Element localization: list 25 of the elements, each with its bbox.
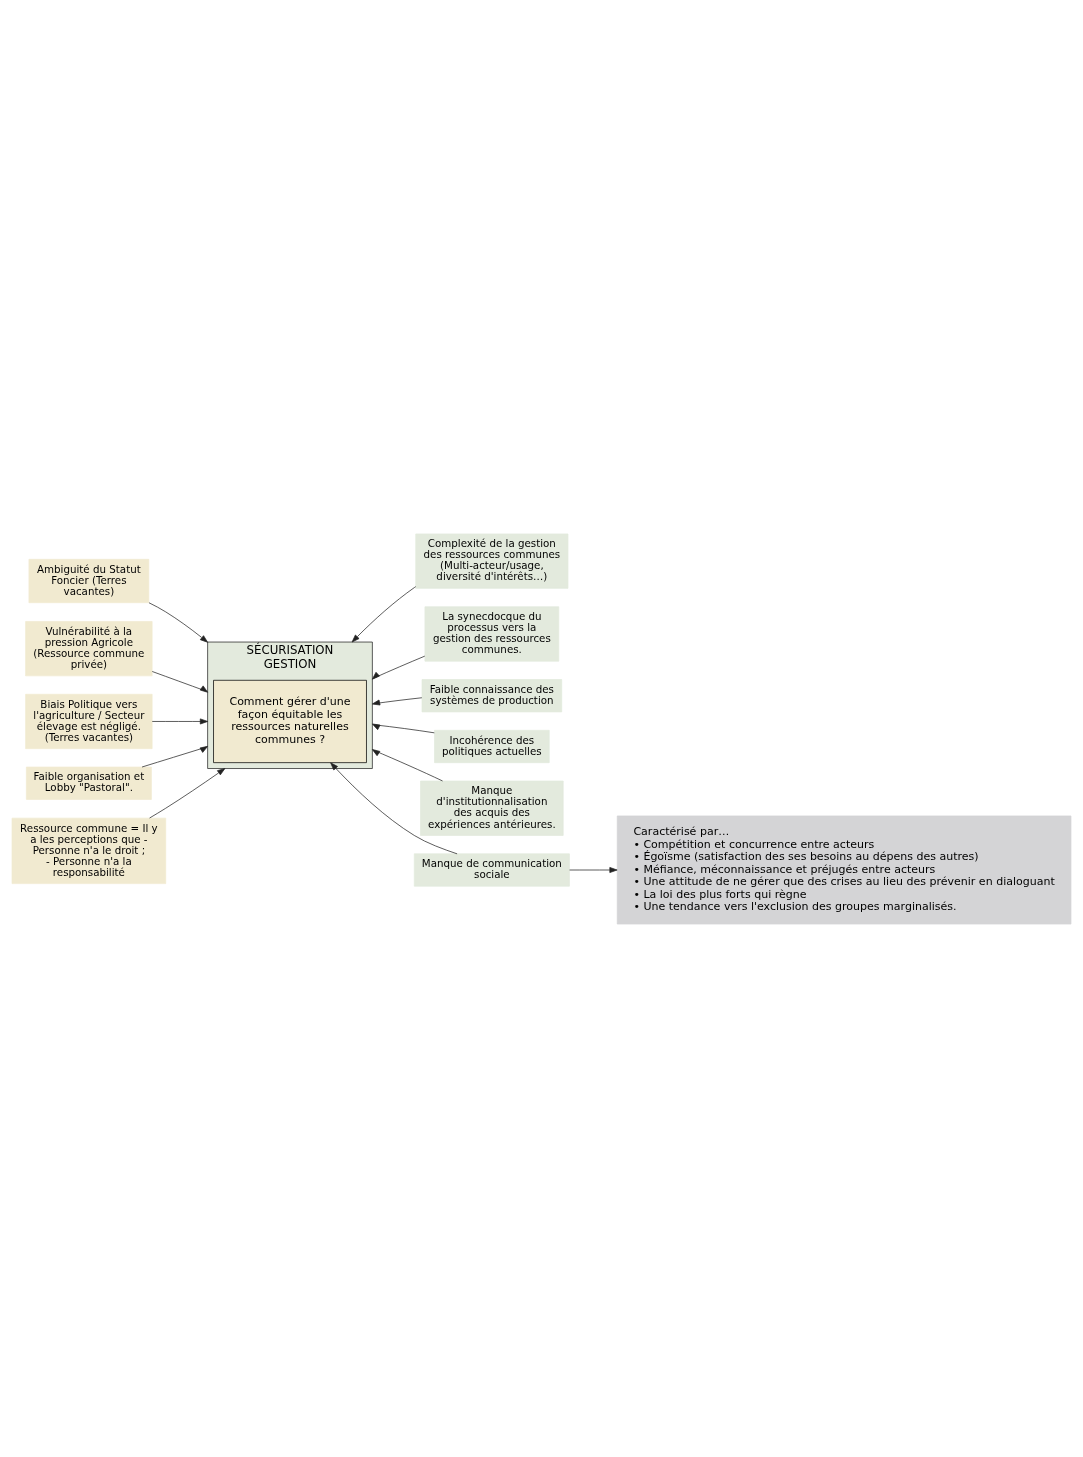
node-box: Faible connaissance des systèmes de production (421, 678, 563, 712)
node-box: Incohérence des politiques actuelles (434, 729, 550, 763)
arrow (372, 748, 443, 781)
arrow (351, 585, 417, 642)
node-box: Ambiguité du Statut Foncier (Terres vacantes) (28, 558, 150, 603)
arrow (149, 767, 226, 818)
node-box: Faible organisation et Lobby "Pastoral". (26, 766, 152, 800)
node-box: Caractérisé par… • Compétition et concurrence entre acteurs • Égoïsme (satisfaction des ses besoins au dépens des autres) • Méfiance, méconnaissance et préjugés entre acteurs • Une attitude de ne gérer que des crises au lieu des prévenir en dialoguant • La loi des plus forts qui règne • Une tendance vers l'exclusion des groupes marginalisés. (616, 815, 1072, 924)
arrow (148, 601, 208, 643)
arrow (151, 718, 208, 724)
node-box: Manque d'institutionnalisation des acquis des expériences antérieures. (420, 780, 564, 836)
node-box: Vulnérabilité à la pression Agricole (Ressource commune privée) (25, 620, 153, 676)
arrow (151, 670, 208, 693)
node-box: Comment gérer d'une façon équitable les ressources naturelles communes ? (213, 679, 367, 763)
arrow (330, 762, 458, 854)
arrow (372, 723, 435, 733)
node-box: Ressource commune = Il y a les perceptions que - Personne n'a le droit ; - Personne n'a la responsabilité (11, 817, 167, 884)
node-box: La synecdocque du processus vers la gestion des ressources communes. (424, 605, 560, 662)
node-box: Biais Politique vers l'agriculture / Secteur élevage est négligé. (Terres vacantes) (25, 693, 153, 749)
arrow (372, 696, 423, 705)
arrow (141, 745, 208, 767)
node-box: Complexité de la gestion des ressources communes (Multi-acteur/usage, diversité d'intérêts…) (415, 533, 569, 589)
node-box: Manque de communication sociale (413, 852, 570, 887)
arrow (569, 866, 618, 873)
arrow (372, 655, 426, 680)
